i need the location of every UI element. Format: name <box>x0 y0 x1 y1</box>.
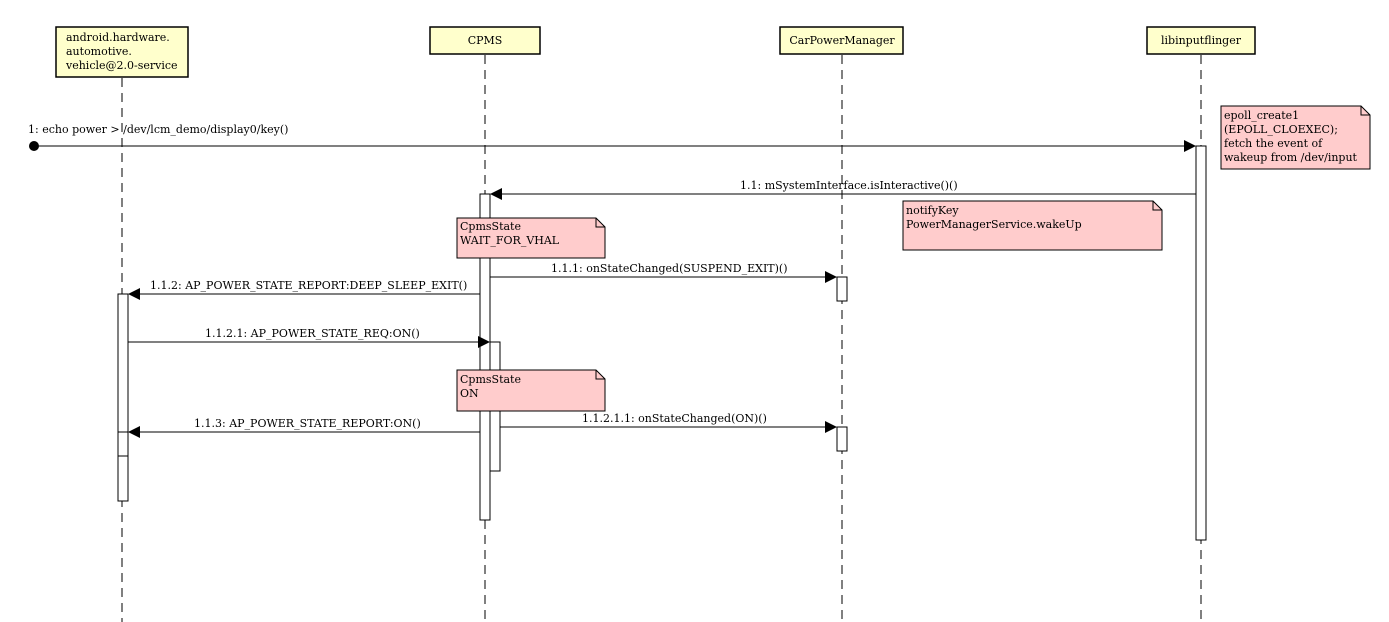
participant-label: automotive. <box>66 45 132 58</box>
activation-bar <box>836 426 848 452</box>
note-epoll: epoll_create1 (EPOLL_CLOEXEC); fetch the… <box>1220 105 1371 170</box>
message-label: 1.1.2.1.1: onStateChanged(ON)() <box>582 412 767 425</box>
note-notifykey: notifyKey PowerManagerService.wakeUp <box>902 200 1163 251</box>
activation-bar <box>1195 145 1207 541</box>
participant-label: CarPowerManager <box>789 34 895 47</box>
participant-vhal: android.hardware. automotive. vehicle@2.… <box>55 26 189 78</box>
note-text: CpmsState <box>460 373 521 386</box>
message-1: 1: echo power > /dev/lcm_demo/display0/k… <box>28 123 1196 152</box>
note-text: wakeup from /dev/input <box>1224 151 1358 164</box>
message-1-1-2: 1.1.2: AP_POWER_STATE_REPORT:DEEP_SLEEP_… <box>128 279 480 300</box>
message-1-1: 1.1: mSystemInterface.isInteractive()() <box>490 179 1196 200</box>
message-1-1-2-1: 1.1.2.1: AP_POWER_STATE_REQ:ON() <box>128 327 490 348</box>
note-text: (EPOLL_CLOEXEC); <box>1224 123 1338 136</box>
participant-label: android.hardware. <box>66 31 170 44</box>
note-cpmsstate-wait: CpmsState WAIT_FOR_VHAL <box>456 217 606 259</box>
note-text: CpmsState <box>460 220 521 233</box>
activation-bar <box>117 431 129 457</box>
message-1-1-1: 1.1.1: onStateChanged(SUSPEND_EXIT)() <box>490 262 837 283</box>
message-label: 1: echo power > /dev/lcm_demo/display0/k… <box>28 123 288 136</box>
note-text: WAIT_FOR_VHAL <box>460 234 560 247</box>
note-text: fetch the event of <box>1224 137 1323 150</box>
message-label: 1.1: mSystemInterface.isInteractive()() <box>740 179 958 192</box>
note-cpmsstate-on: CpmsState ON <box>456 369 606 412</box>
participant-label: libinputflinger <box>1161 34 1242 47</box>
participant-label: vehicle@2.0-service <box>65 59 178 72</box>
message-label: 1.1.3: AP_POWER_STATE_REPORT:ON() <box>194 417 421 430</box>
note-text: epoll_create1 <box>1224 109 1299 122</box>
message-1-1-2-1-1: 1.1.2.1.1: onStateChanged(ON)() <box>500 412 837 433</box>
note-text: PowerManagerService.wakeUp <box>906 218 1082 231</box>
participant-cpms: CPMS <box>429 26 541 55</box>
participant-carpowermanager: CarPowerManager <box>779 26 904 55</box>
activation-bar <box>836 276 848 302</box>
note-text: ON <box>460 387 479 400</box>
activation-bar <box>117 293 129 502</box>
message-label: 1.1.2: AP_POWER_STATE_REPORT:DEEP_SLEEP_… <box>150 279 467 292</box>
message-label: 1.1.2.1: AP_POWER_STATE_REQ:ON() <box>205 327 420 340</box>
note-text: notifyKey <box>906 204 959 217</box>
message-label: 1.1.1: onStateChanged(SUSPEND_EXIT)() <box>551 262 788 275</box>
participant-libinputflinger: libinputflinger <box>1146 26 1256 55</box>
message-1-1-3: 1.1.3: AP_POWER_STATE_REPORT:ON() <box>128 417 480 438</box>
participant-label: CPMS <box>468 34 503 47</box>
